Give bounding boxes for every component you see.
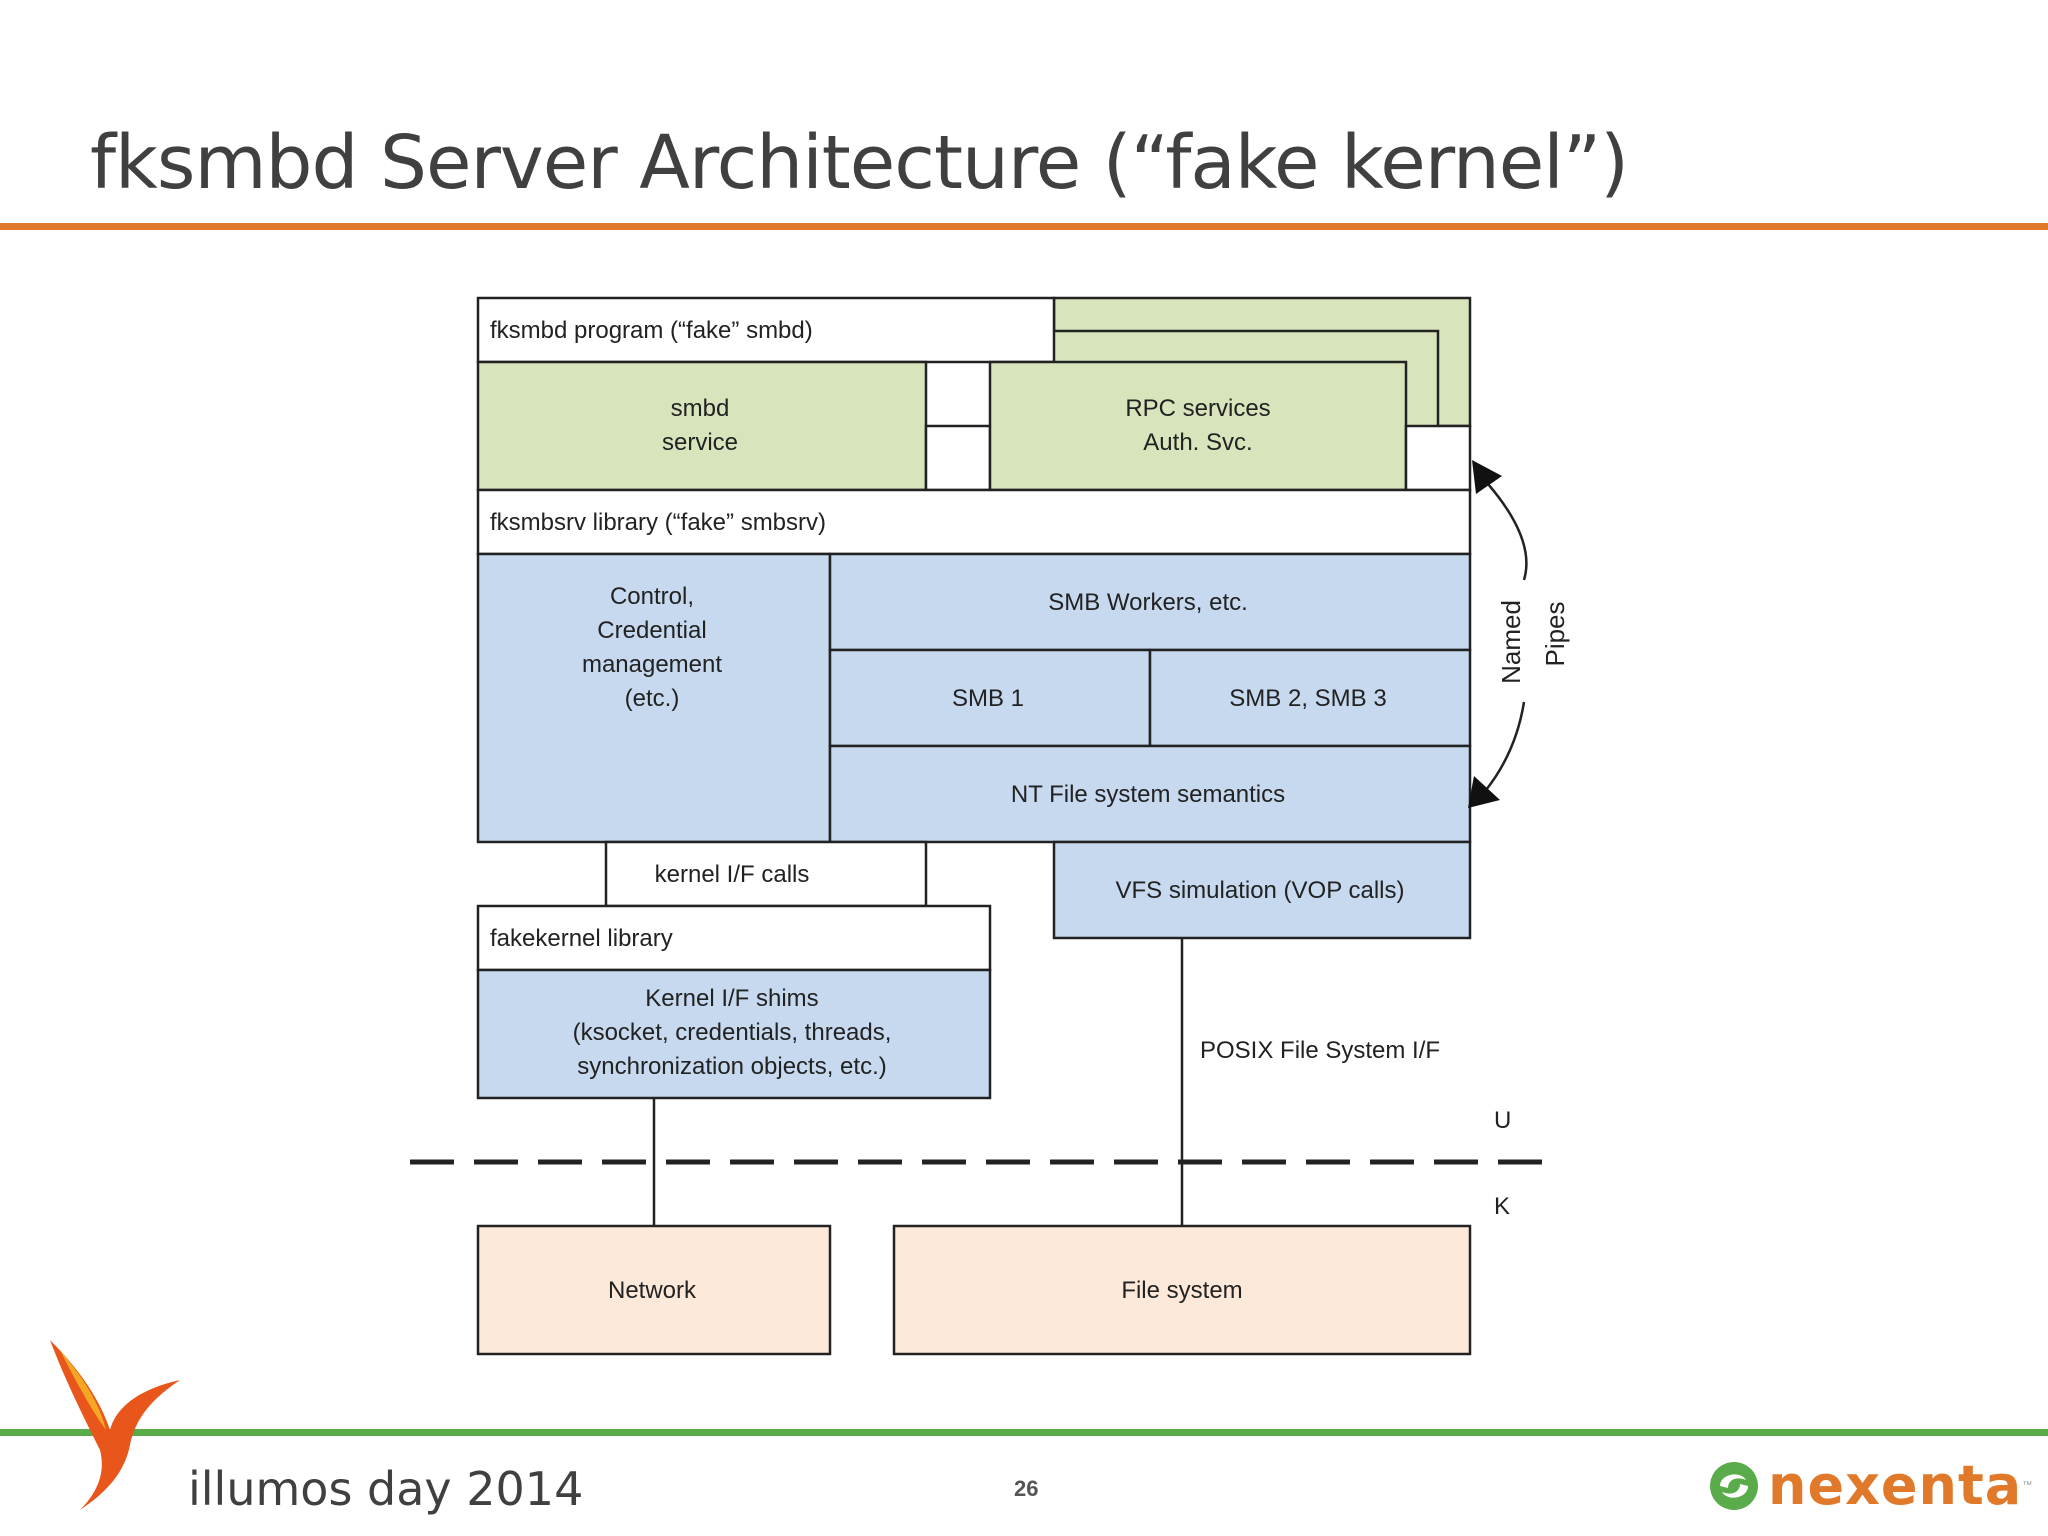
rpc-line2: Auth. Svc. [1143,429,1252,456]
named-pipes-arrow [1485,483,1528,791]
smb-workers-label: SMB Workers, etc. [1048,589,1248,616]
brand-name: nexenta [1768,1454,2023,1517]
rpc-right-fill [1404,424,1472,492]
kernel-space-label: K [1494,1193,1510,1220]
nt-fs-label: NT File system semantics [1011,781,1285,808]
nexenta-logo: nexenta ™ [1706,1454,2032,1517]
fksmbd-program-box [476,296,1056,364]
posix-fs-label: POSIX File System I/F [1200,1037,1440,1064]
smb-workers-box [828,552,1472,652]
arrowhead-up [1472,460,1502,494]
smb1-label: SMB 1 [952,685,1024,712]
nexenta-swirl-icon [1710,1461,1758,1510]
network-label: Network [608,1277,697,1304]
page-number: 26 [1014,1476,1039,1501]
kernel-if-calls-box [604,840,928,908]
vfs-sim-box [1052,840,1472,940]
shims-line1: Kernel I/F shims [645,985,818,1012]
smbd-service-box [476,360,928,492]
control-line3: management [582,651,722,678]
title-divider [0,223,2048,230]
fksmbd-program-label: fksmbd program (“fake” smbd) [490,317,813,344]
smb23-label: SMB 2, SMB 3 [1229,685,1386,712]
file-system-box [892,1224,1472,1356]
fksmbsrv-library-box [476,488,1472,556]
fakekernel-library-box [476,904,992,972]
brand-tm: ™ [2022,1480,2033,1491]
user-space-label: U [1494,1107,1511,1134]
vfs-sim-label: VFS simulation (VOP calls) [1116,877,1405,904]
network-box [476,1224,832,1356]
pipes-label: Pipes [1540,601,1570,666]
fksmbsrv-library-label: fksmbsrv library (“fake” smbsrv) [490,509,826,536]
kernel-if-calls-label: kernel I/F calls [655,861,810,888]
rpc-services-box [988,360,1408,492]
phoenix-logo-icon [40,1330,190,1525]
fakekernel-library-label: fakekernel library [490,925,673,952]
shims-line3: synchronization objects, etc.) [577,1053,886,1080]
smbd-service-line1: smbd [671,395,730,422]
smbd-rpc-gap [924,424,992,492]
slide-title: fksmbd Server Architecture (“fake kernel… [90,120,1629,206]
control-box [476,552,832,844]
nt-fs-box [828,744,1472,844]
named-label: Named [1496,600,1526,684]
footer-divider [0,1429,2048,1436]
control-line1: Control, [610,583,694,610]
control-line4: (etc.) [625,685,680,712]
footer-event: illumos day 2014 [188,1462,584,1516]
shims-line2: (ksocket, credentials, threads, [573,1019,892,1046]
arrowhead-down [1468,776,1500,808]
smbd-service-line2: service [662,429,738,456]
file-system-label: File system [1121,1277,1242,1304]
control-line2: Credential [597,617,706,644]
shims-box [476,968,992,1100]
rpc-line1: RPC services [1125,395,1270,422]
